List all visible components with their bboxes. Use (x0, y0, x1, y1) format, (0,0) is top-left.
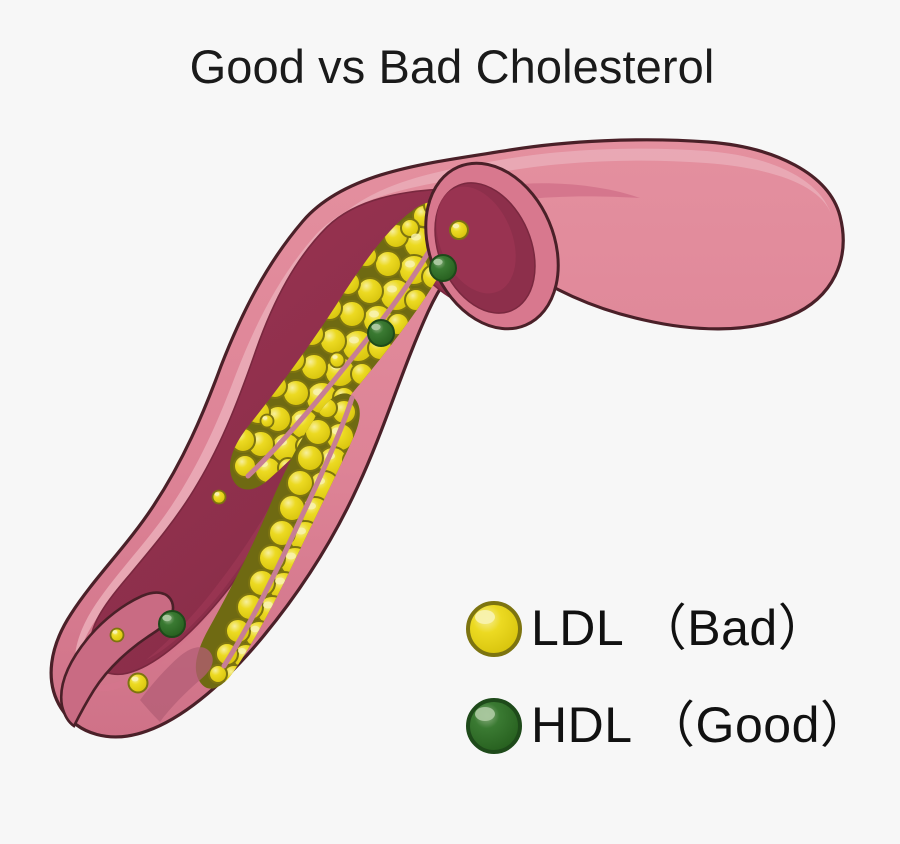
legend-item-hdl[interactable]: HDL （Good） (466, 697, 870, 754)
vessel-right-cut-opening (424, 161, 560, 331)
particle-ldl (211, 489, 227, 505)
particle-hdl (367, 319, 395, 347)
particle-ldl (328, 351, 346, 369)
vessel-outer-highlight (74, 148, 832, 691)
ldl-marker-icon (466, 601, 522, 657)
particle-ldl (109, 627, 125, 643)
hdl-marker-highlight-icon (475, 707, 495, 721)
legend-label-hdl: HDL （Good） (531, 697, 870, 753)
particle-hdl (158, 610, 186, 638)
upper-plaque-deposit (230, 200, 461, 490)
left-cut-inner-shadow (140, 647, 213, 722)
page-title: Good vs Bad Cholesterol (190, 40, 715, 93)
legend-item-ldl[interactable]: LDL （Bad） (466, 600, 828, 657)
particle-ldl (449, 220, 469, 240)
blood-vessel-illustration (49, 138, 845, 739)
particle-ldl (127, 672, 149, 694)
legend-label-ldl: LDL （Bad） (531, 600, 828, 656)
lower-plaque-intima-line (221, 395, 355, 669)
particle-ldl (259, 413, 275, 429)
hdl-marker-icon (466, 698, 522, 754)
particle-hdl (429, 254, 457, 282)
ldl-marker-highlight-icon (475, 610, 495, 624)
legend: LDL （Bad） HDL （Good） (466, 600, 870, 754)
free-floating-cholesterol-particles (109, 220, 469, 694)
